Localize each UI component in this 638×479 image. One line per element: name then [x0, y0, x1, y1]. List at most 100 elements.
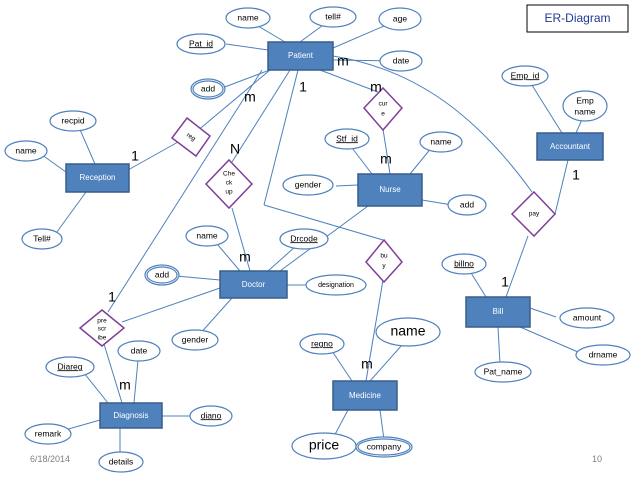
attr-doctor-drcode: Drcode — [279, 228, 329, 250]
svg-text:age: age — [393, 13, 407, 23]
card-bill-pay: 1 — [501, 274, 509, 290]
card-diagnosis-prescribe: m — [119, 377, 131, 393]
svg-text:price: price — [309, 437, 340, 453]
attr-diagnosis-details: details — [98, 451, 144, 473]
attr-bill-drname: drname — [575, 344, 631, 366]
attr-nurse-gender: gender — [282, 174, 334, 196]
attr-patient-pat-id: Pat_id — [176, 33, 226, 55]
attr-diagnosis-remark: remark — [24, 423, 72, 445]
svg-text:Accountant: Accountant — [550, 142, 591, 151]
entity-doctor: Doctor — [219, 270, 288, 299]
svg-text:name: name — [430, 136, 452, 146]
footer-date: 6/18/2014 — [30, 454, 70, 464]
attr-medicine-price: price — [291, 432, 357, 460]
svg-text:up: up — [225, 189, 233, 196]
attr-medicine-regno: regno — [299, 333, 345, 355]
svg-text:company: company — [367, 441, 402, 451]
svg-text:name: name — [196, 230, 218, 240]
relationship-prescribe: pre scr ibe — [78, 309, 126, 347]
relationship-cure: cur e — [362, 86, 404, 132]
attr-accountant-emp-id: Emp_id — [501, 65, 549, 87]
svg-text:reg: reg — [185, 132, 197, 143]
svg-text:pre: pre — [97, 318, 107, 325]
svg-text:Reception: Reception — [79, 173, 115, 182]
svg-text:drname: drname — [589, 349, 618, 359]
card-accountant-pay: 1 — [572, 167, 580, 183]
attr-doctor-gender: gender — [171, 329, 219, 351]
attr-doctor-add: add — [144, 264, 180, 286]
svg-text:gender: gender — [182, 334, 209, 344]
entity-patient: Patient — [267, 41, 334, 71]
attr-diagnosis-date: date — [117, 340, 161, 362]
svg-text:Diagnosis: Diagnosis — [113, 411, 148, 420]
attr-medicine-company: company — [355, 436, 413, 458]
svg-text:Pat_name: Pat_name — [484, 366, 523, 376]
svg-text:billno: billno — [454, 258, 474, 268]
svg-text:amount: amount — [573, 312, 602, 322]
attr-doctor-designation: designation — [305, 274, 367, 296]
svg-text:cur: cur — [378, 101, 388, 108]
attr-reception-recpid: recpid — [49, 110, 97, 132]
svg-text:details: details — [109, 456, 134, 466]
svg-text:e: e — [381, 111, 385, 118]
card-patient-reg: m — [244, 89, 256, 105]
svg-text:Doctor: Doctor — [242, 280, 266, 289]
entity-medicine: Medicine — [332, 380, 398, 411]
attr-nurse-add: add — [447, 194, 487, 216]
attr-patient-age: age — [378, 7, 422, 31]
cardinality-labels: m 1 m m N m 1 m m 1 1 1 m — [108, 53, 580, 393]
svg-text:Stf_id: Stf_id — [336, 133, 358, 143]
svg-text:Diareg: Diareg — [57, 361, 82, 371]
card-medicine-buy: m — [361, 356, 373, 372]
svg-text:designation: designation — [318, 282, 354, 289]
attr-reception-tell: Tell# — [21, 228, 63, 250]
svg-text:tell#: tell# — [325, 11, 341, 21]
attr-patient-tell: tell# — [309, 6, 357, 28]
svg-text:Che: Che — [223, 171, 235, 178]
svg-text:ibe: ibe — [98, 335, 107, 342]
svg-text:Nurse: Nurse — [379, 185, 401, 194]
svg-text:add: add — [155, 269, 169, 279]
attr-reception-name: name — [4, 140, 48, 162]
card-patient-m: m — [337, 53, 349, 69]
entity-reception: Reception — [65, 163, 130, 193]
attr-bill-billno: billno — [441, 253, 487, 275]
svg-text:add: add — [460, 199, 474, 209]
svg-text:Pat_id: Pat_id — [189, 38, 213, 48]
svg-text:regno: regno — [311, 338, 333, 348]
svg-text:ER-Diagram: ER-Diagram — [544, 11, 610, 25]
card-nurse-cure: m — [380, 151, 392, 167]
card-patient-buy: 1 — [299, 79, 307, 95]
attr-diagnosis-diano: diano — [189, 405, 233, 427]
svg-text:name: name — [390, 323, 425, 339]
attr-nurse-stf-id: Stf_id — [324, 128, 370, 150]
svg-text:pay: pay — [529, 211, 540, 218]
svg-text:diano: diano — [201, 410, 222, 420]
svg-text:Drcode: Drcode — [290, 233, 318, 243]
svg-text:recpid: recpid — [61, 115, 84, 125]
attr-diagnosis-diareg: Diareg — [45, 356, 95, 378]
entity-accountant: Accountant — [536, 132, 604, 161]
svg-text:y: y — [382, 263, 386, 270]
svg-text:ck: ck — [226, 180, 233, 187]
attr-nurse-name: name — [419, 131, 463, 153]
diagram-title: ER-Diagram — [526, 4, 629, 33]
card-doctor-prescribe: 1 — [108, 289, 116, 305]
svg-text:date: date — [131, 345, 148, 355]
svg-text:gender: gender — [295, 179, 322, 189]
footer-page-number: 10 — [592, 454, 602, 464]
attr-patient-name: name — [225, 7, 271, 29]
card-patient-checkup: N — [230, 141, 240, 157]
relationship-buy: bu y — [365, 238, 403, 284]
card-doctor-checkup: m — [239, 249, 251, 265]
attr-doctor-name: name — [185, 225, 229, 247]
svg-text:name: name — [237, 12, 259, 22]
svg-text:Medicine: Medicine — [349, 391, 382, 400]
svg-text:date: date — [393, 55, 410, 65]
svg-text:Tell#: Tell# — [33, 233, 51, 243]
attr-bill-amount: amount — [559, 307, 615, 329]
svg-text:Patient: Patient — [288, 51, 314, 60]
svg-text:name: name — [15, 145, 37, 155]
svg-text:Bill: Bill — [493, 307, 504, 316]
